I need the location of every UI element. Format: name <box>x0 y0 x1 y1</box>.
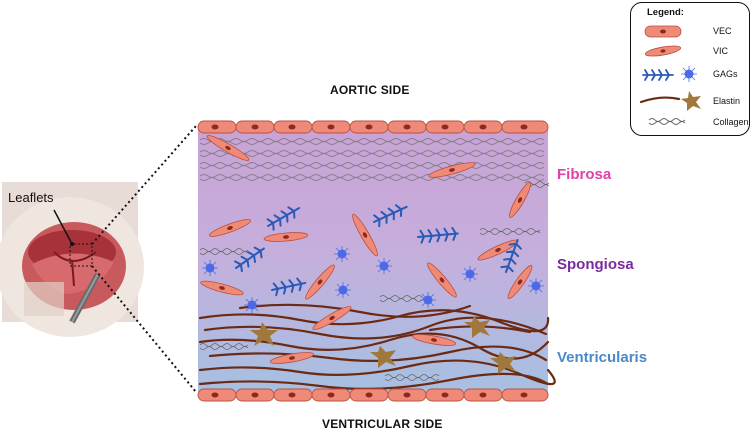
vec-nuclei-top <box>211 124 528 130</box>
leaflet-photo <box>0 182 144 337</box>
gag-chains <box>234 204 522 297</box>
legend-icons <box>639 25 701 125</box>
leaflet-photo-image <box>0 182 144 337</box>
vec-nuclei-bottom <box>211 392 528 398</box>
collagen-patches <box>199 181 550 381</box>
tissue-background <box>198 127 548 392</box>
spongiosa-label: Spongiosa <box>557 256 634 273</box>
legend-elastin-fiber-icon <box>639 96 681 104</box>
legend-label-vec: VEC <box>713 26 732 36</box>
legend-title: Legend: <box>647 7 684 18</box>
legend-elastin-star-icon <box>681 91 701 111</box>
legend-box: Legend: VEC VIC <box>630 2 750 136</box>
ventricularis-label: Ventricularis <box>557 349 648 366</box>
fibrosa-collagen-band <box>199 138 545 181</box>
vec-layer-top <box>197 120 549 134</box>
legend-label-elastin: Elastin <box>713 96 741 106</box>
gag-stars <box>202 246 544 313</box>
aortic-side-label: AORTIC SIDE <box>330 83 410 97</box>
legend-gag-chain-icon <box>642 69 674 81</box>
legend-vic-icon <box>644 45 682 57</box>
fibrosa-label: Fibrosa <box>557 166 612 183</box>
legend-collagen-icon <box>648 118 686 125</box>
vec-layer-bottom <box>197 388 549 402</box>
vic-cells <box>200 135 533 364</box>
legend-label-gags: GAGs <box>713 69 738 79</box>
leaflets-label: Leaflets <box>8 190 54 205</box>
legend-label-collagen: Collagen <box>713 117 749 127</box>
legend-gag-star-icon <box>681 66 697 82</box>
legend-label-vic: VIC <box>713 46 729 56</box>
elastin-stars <box>250 316 516 374</box>
ventricular-side-label: VENTRICULAR SIDE <box>322 417 443 431</box>
legend-vec-icon <box>644 25 682 38</box>
